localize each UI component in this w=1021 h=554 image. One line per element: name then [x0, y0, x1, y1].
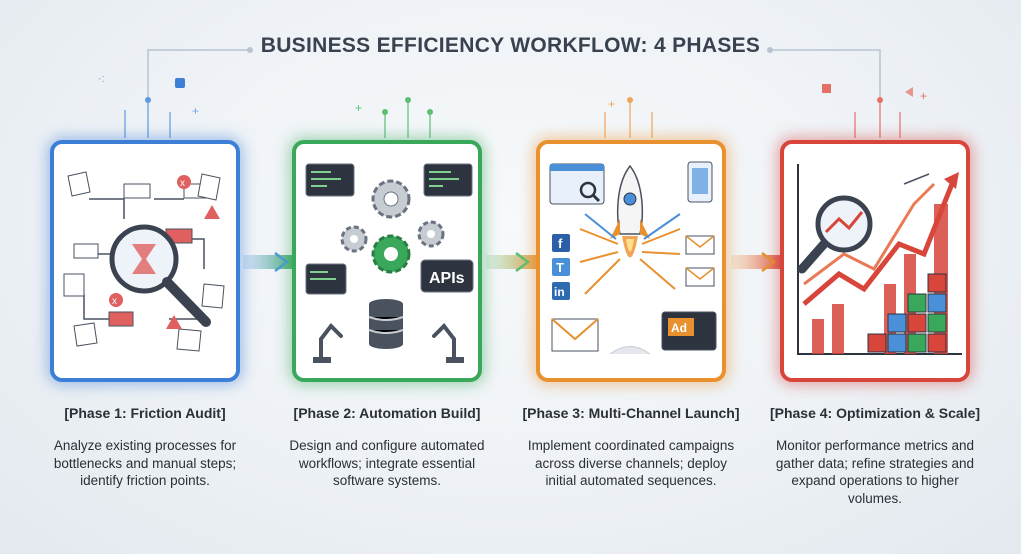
svg-text:+: +	[192, 104, 199, 118]
phase-4-description: Monitor performance metrics and gather d…	[775, 438, 975, 506]
gears-apis-database-icon: APIs	[305, 163, 474, 363]
phase-4-title: [Phase 4: Optimization & Scale]	[769, 405, 981, 421]
svg-text:+: +	[920, 89, 927, 103]
flow-arrow-2	[486, 252, 538, 272]
rocket-launch-channels-icon: f T in Ad	[549, 161, 717, 355]
linkedin-icon: in	[554, 285, 565, 299]
phase-2-panel: APIs	[292, 140, 482, 382]
phase-1-description: Analyze existing processes for bottlenec…	[53, 438, 237, 488]
page-title: BUSINESS EFFICIENCY WORKFLOW: 4 PHASES	[260, 34, 761, 57]
blue-square-icon	[175, 78, 185, 88]
magnifier-over-process-map-icon: x x	[63, 171, 225, 352]
ad-label: Ad	[671, 321, 687, 335]
phase-1-title: [Phase 1: Friction Audit]	[64, 405, 226, 421]
facebook-icon: f	[558, 236, 563, 251]
svg-text:+: +	[608, 97, 615, 111]
svg-text:x: x	[180, 178, 185, 189]
email-icon	[551, 235, 715, 352]
phase-3-description: Implement coordinated campaigns across d…	[527, 438, 735, 488]
apis-label: APIs	[429, 270, 465, 287]
flow-arrow-1	[243, 252, 293, 272]
flow-arrow-3	[731, 252, 781, 272]
phase-2-description: Design and configure automated workflows…	[289, 438, 485, 488]
growth-chart-magnifier-icon	[797, 164, 962, 355]
phase-3-title: [Phase 3: Multi-Channel Launch]	[522, 405, 740, 421]
twitter-icon: T	[556, 260, 564, 275]
red-square-icon	[822, 84, 831, 93]
phase-2-title: [Phase 2: Automation Build]	[293, 405, 481, 421]
phase-3-panel: f T in Ad	[536, 140, 726, 382]
phase-1-panel: x x	[50, 140, 240, 382]
svg-text:+: +	[355, 101, 362, 115]
svg-text:·:: ·:	[98, 73, 105, 85]
svg-text:x: x	[112, 296, 117, 307]
phase-4-panel	[780, 140, 970, 382]
